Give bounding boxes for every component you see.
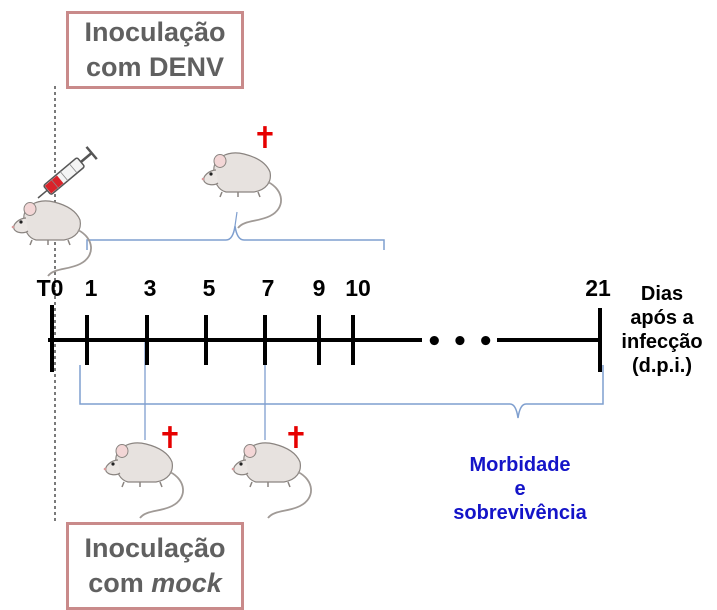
axis-title-line2: após a [630,307,694,329]
mock-inoculation-box: Inoculação com mock [66,522,244,610]
mock-box-line2-italic: mock [151,568,222,598]
mock-box-line2: com mock [88,566,222,601]
denv-box-line2: com DENV [85,52,225,82]
mock-box-line1: Inoculação [84,533,226,563]
mouse-icon-t0 [10,200,92,277]
morbidity-line1: Morbidade [469,454,571,476]
lower-bracket [79,365,604,419]
syringe-icon [37,146,98,199]
morbidity-line3: sobrevivência [453,502,587,524]
cross-icon-upper: ✝ [252,121,277,156]
axis-title-line4: (d.p.i.) [632,355,692,377]
tick-label-3: 3 [144,275,157,301]
morbidity-survival-label: Morbidade e sobrevivência [420,453,620,525]
tick-label-7: 7 [262,275,275,301]
upper-bracket [86,225,385,250]
denv-inoculation-box: Inoculação com DENV [66,11,244,89]
tick-label-21: 21 [585,275,611,301]
mock-box-line2-plain: com [88,568,152,598]
cross-icon-day7: ✝ [283,421,308,456]
mouse-icon-denv-death [200,152,282,229]
axis-title-line3: infecção [621,331,703,353]
denv-box-line1: Inoculação [84,17,226,47]
cross-icon-day3: ✝ [157,421,182,456]
tick-label-1: 1 [85,275,98,301]
morbidity-line2: e [514,478,526,500]
tick-label-5: 5 [203,275,216,301]
timeline-ticks [50,305,602,372]
axis-title: Dias após a infecção (d.p.i.) [612,282,712,378]
timeline-ellipsis: • • • [426,327,494,357]
tick-label-9: 9 [313,275,326,301]
tick-label-t0: T0 [37,275,64,301]
tick-label-10: 10 [345,275,371,301]
axis-title-line1: Dias [640,283,684,305]
upper-connector [234,211,238,227]
